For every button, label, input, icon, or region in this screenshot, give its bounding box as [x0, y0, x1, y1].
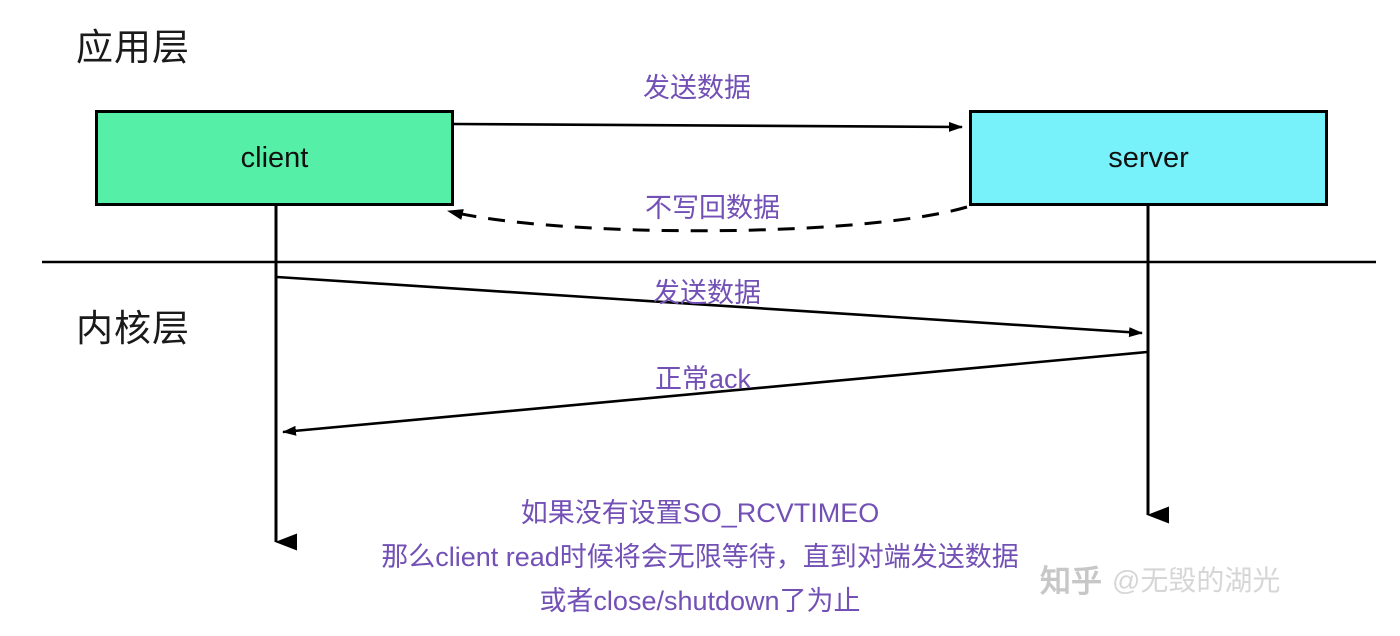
node-server[interactable]: server — [969, 110, 1328, 206]
edge-app-send-data — [453, 121, 963, 132]
edge-label-kernel-send-data: 发送数据 — [653, 278, 761, 308]
edge-label-kernel-normal-ack: 正常ack — [655, 364, 752, 394]
edge-label-app-no-writeback: 不写回数据 — [645, 193, 780, 223]
application-layer-label: 应用层 — [76, 27, 190, 68]
watermark: 知乎 @无毁的湖光 — [1040, 556, 1280, 601]
note-line-3: 或者close/shutdown了为止 — [539, 586, 861, 616]
note-line-1: 如果没有设置SO_RCVTIMEO — [520, 498, 880, 528]
zhihu-logo: 知乎 — [1040, 564, 1102, 599]
node-client[interactable]: client — [95, 110, 454, 206]
note-line-2: 那么client read时候将会无限等待，直到对端发送数据 — [381, 542, 1019, 572]
edge-kernel-normal-ack — [282, 350, 1148, 436]
watermark-handle: @无毁的湖光 — [1112, 564, 1281, 596]
node-server-label: server — [1108, 141, 1189, 174]
edge-app-no-writeback — [447, 205, 968, 233]
edge-label-app-send-data: 发送数据 — [643, 73, 751, 103]
explanatory-note: 如果没有设置SO_RCVTIMEO 那么client read时候将会无限等待，… — [0, 491, 1400, 623]
edge-kernel-send-data — [276, 275, 1143, 338]
node-client-label: client — [240, 141, 309, 174]
kernel-layer-label: 内核层 — [76, 308, 190, 349]
